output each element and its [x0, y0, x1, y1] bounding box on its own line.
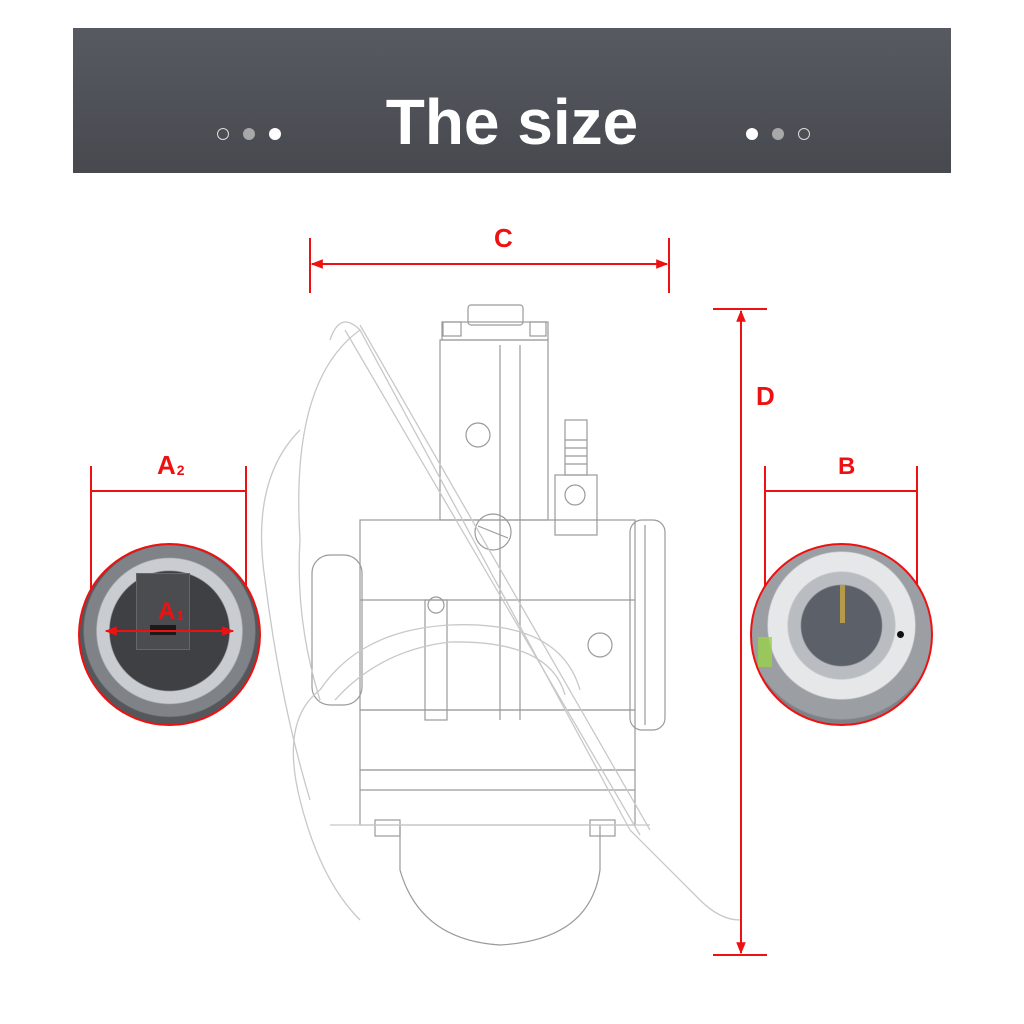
- title-banner: The size: [73, 28, 951, 173]
- dot-outline-icon: [798, 128, 810, 140]
- dot-outline-icon: [217, 128, 229, 140]
- a2-subscript: 2: [176, 462, 185, 478]
- dot-grey-icon: [772, 128, 784, 140]
- a2-letter: A: [157, 450, 176, 480]
- needle-jet: [840, 585, 845, 623]
- dot-white-icon: [746, 128, 758, 140]
- dimension-a2-label: A2: [157, 452, 185, 478]
- a1-subscript: 1: [176, 607, 185, 623]
- dimension-c-label: C: [494, 223, 513, 253]
- slide-shape: [136, 573, 190, 650]
- dot-grey-icon: [243, 128, 255, 140]
- outlet-closeup-photo: [750, 543, 933, 726]
- dimension-b-label: B: [838, 453, 856, 480]
- inlet-closeup-photo: [78, 543, 261, 726]
- slide-cutaway: [150, 625, 176, 635]
- a1-letter: A: [158, 598, 176, 625]
- left-dots-decoration: [217, 128, 281, 140]
- green-fitting: [758, 637, 772, 667]
- page-title: The size: [385, 86, 639, 158]
- dimension-d-label: D: [756, 381, 775, 411]
- dot-white-icon: [269, 128, 281, 140]
- dimension-a1-label: A1: [158, 600, 184, 624]
- air-jet-hole: [897, 631, 904, 638]
- right-dots-decoration: [746, 128, 810, 140]
